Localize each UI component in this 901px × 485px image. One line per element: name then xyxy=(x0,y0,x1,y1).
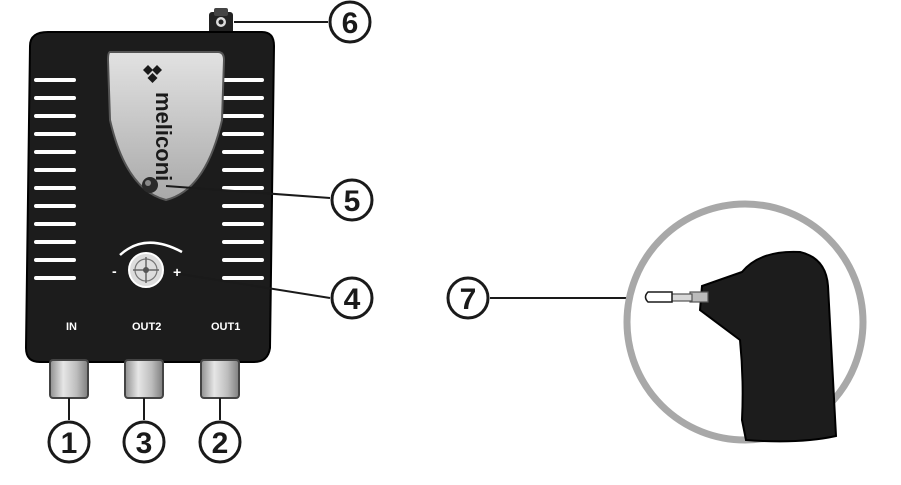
power-knob xyxy=(209,8,233,34)
callout-5: 5 xyxy=(330,178,374,222)
amplifier-device: meliconi - + IN OUT2 OUT1 xyxy=(24,8,276,399)
vent-slot xyxy=(34,276,76,280)
vent-slot xyxy=(34,222,76,226)
vent-slot xyxy=(222,276,264,280)
port-label-out2: OUT2 xyxy=(132,321,161,333)
callout-6-label: 6 xyxy=(342,7,359,40)
power-led-icon xyxy=(142,177,158,193)
power-plug-detail xyxy=(623,200,867,444)
brand-name: meliconi xyxy=(151,92,176,181)
callout-4: 4 xyxy=(330,276,374,320)
callout-2: 2 xyxy=(198,420,242,464)
vent-slot xyxy=(34,240,76,244)
vent-slot xyxy=(34,132,76,136)
brand-panel: meliconi xyxy=(106,51,226,202)
gain-minus-label: - xyxy=(112,263,117,279)
gain-knob-icon xyxy=(128,252,164,288)
callout-1: 1 xyxy=(47,420,91,464)
vent-slot xyxy=(222,240,264,244)
gain-plus-label: + xyxy=(173,264,181,280)
callout-2-label: 2 xyxy=(212,427,229,460)
vent-slots-right xyxy=(222,78,264,280)
leader-line-4 xyxy=(179,273,331,299)
vent-slot xyxy=(222,258,264,262)
callout-1-label: 1 xyxy=(61,427,78,460)
connector-out1 xyxy=(200,359,240,399)
vent-slot xyxy=(222,168,264,172)
callout-6: 6 xyxy=(328,0,372,44)
vent-slot xyxy=(34,78,76,82)
vent-slot xyxy=(222,204,264,208)
vent-slot xyxy=(222,186,264,190)
meliconi-logo-icon xyxy=(143,65,162,83)
vent-slot xyxy=(222,114,264,118)
callout-3-label: 3 xyxy=(136,427,153,460)
vent-slot xyxy=(34,204,76,208)
callout-5-label: 5 xyxy=(344,185,361,218)
connector-in xyxy=(49,359,89,399)
vent-slot xyxy=(34,258,76,262)
vent-slot xyxy=(34,168,76,172)
leader-line-5 xyxy=(165,185,331,199)
vent-slot xyxy=(222,132,264,136)
port-label-in: IN xyxy=(66,321,77,333)
port-label-out1: OUT1 xyxy=(211,321,240,333)
vent-slot xyxy=(222,222,264,226)
vent-slot xyxy=(222,78,264,82)
vent-slot xyxy=(34,186,76,190)
callout-7-label: 7 xyxy=(460,283,477,316)
vent-slot xyxy=(222,150,264,154)
vent-slot xyxy=(34,114,76,118)
callout-3: 3 xyxy=(122,420,166,464)
gain-control: - + xyxy=(112,241,183,288)
vent-slot xyxy=(34,150,76,154)
callout-lines xyxy=(68,21,650,420)
vent-slot xyxy=(34,96,76,100)
callout-4-label: 4 xyxy=(344,283,361,316)
vent-slots-left xyxy=(34,78,76,280)
vent-slot xyxy=(222,96,264,100)
power-plug-icon xyxy=(644,250,838,443)
connector-out2 xyxy=(124,359,164,399)
callout-7: 7 xyxy=(446,276,490,320)
